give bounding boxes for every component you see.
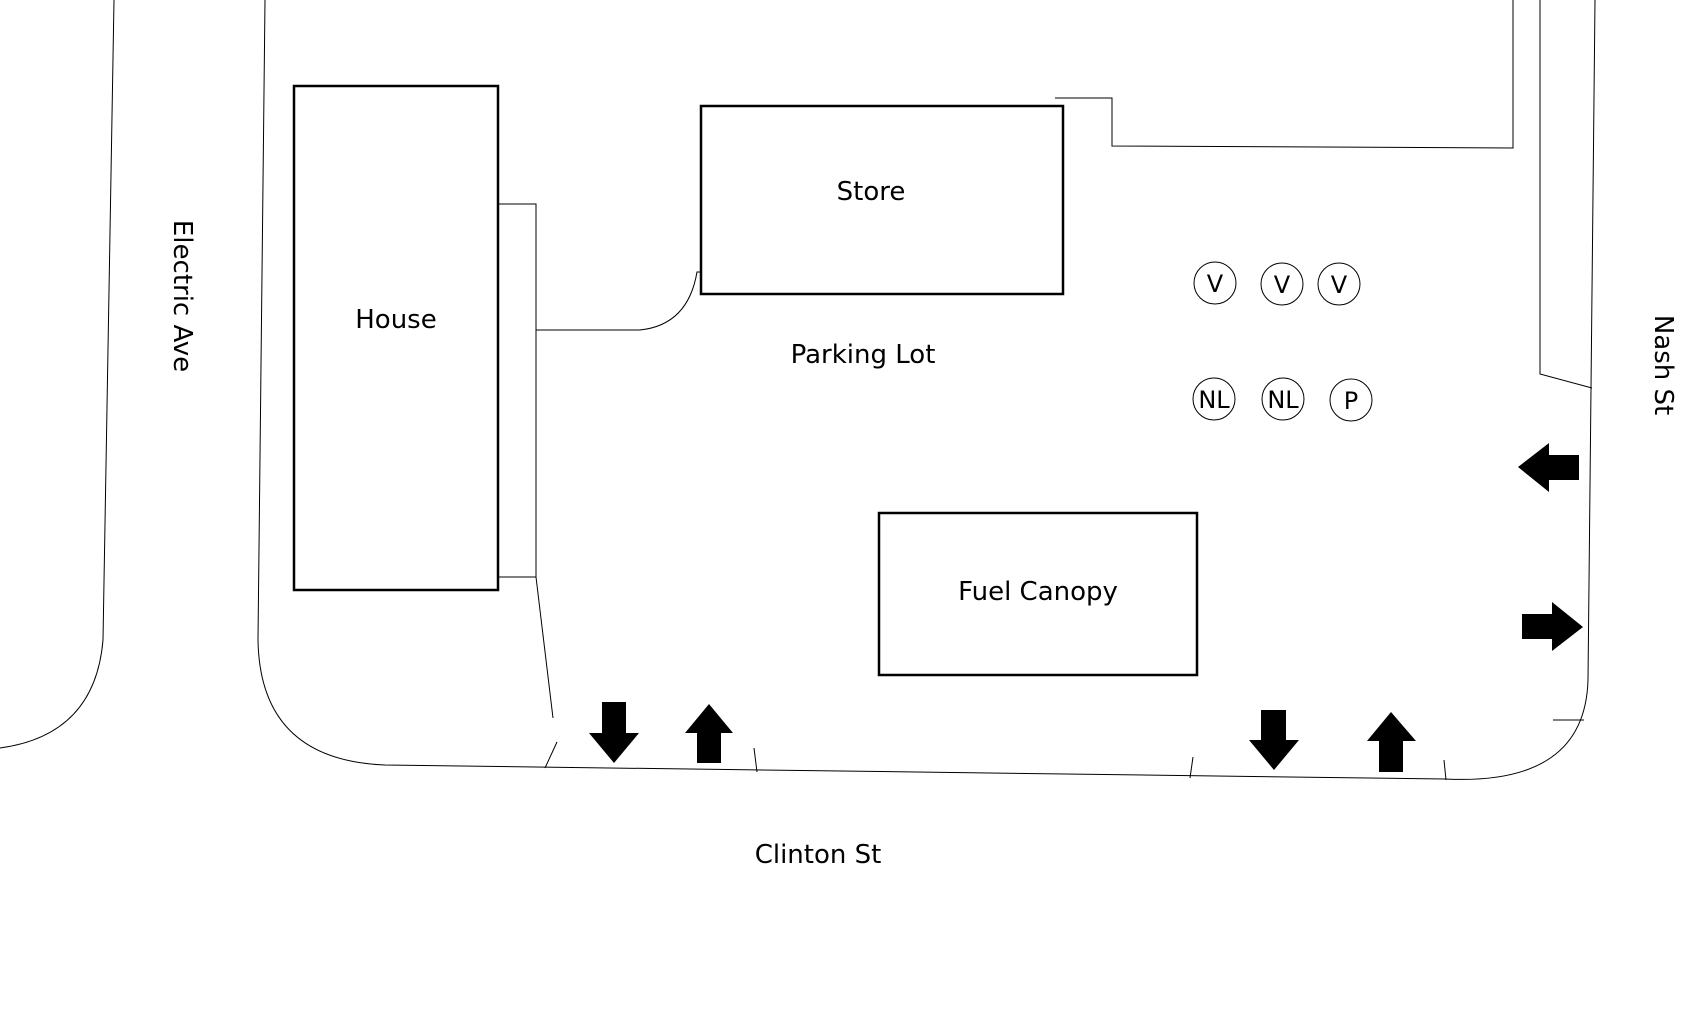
driveway-line (535, 576, 554, 719)
house-building (292, 84, 500, 592)
arrow-up-icon (1367, 712, 1416, 772)
driveway-tick-4 (1443, 759, 1447, 781)
property-line (1055, 0, 1514, 149)
house-label: House (355, 305, 436, 335)
walkway (498, 203, 701, 578)
driveway-tick-1 (544, 741, 558, 769)
fuel-canopy-building (877, 511, 1199, 677)
clinton-st-label: Clinton St (755, 840, 882, 870)
marker: NL (1192, 377, 1236, 421)
lot-boundary (257, 0, 1596, 780)
arrow-right-icon (1522, 602, 1583, 651)
arrow-left-icon (1518, 443, 1579, 492)
arrow-down-icon (1249, 710, 1299, 770)
driveway-tick-2 (753, 747, 758, 773)
fuel-canopy-label: Fuel Canopy (958, 577, 1118, 607)
svg-text:NL: NL (1198, 386, 1230, 414)
arrow-down-icon (589, 702, 639, 763)
svg-text:P: P (1344, 387, 1358, 415)
svg-text:V: V (1274, 271, 1291, 299)
svg-text:V: V (1331, 271, 1348, 299)
marker: V (1193, 261, 1237, 305)
svg-text:NL: NL (1267, 386, 1299, 414)
parking-lot-label: Parking Lot (791, 340, 936, 370)
electric-ave-label: Electric Ave (167, 220, 197, 372)
arrow-up-icon (685, 704, 733, 763)
store-label: Store (837, 177, 906, 207)
electric-ave-west-curb (0, 0, 115, 749)
driveway-tick-3 (1189, 756, 1194, 779)
svg-text:V: V (1207, 270, 1224, 298)
marker: V (1317, 262, 1361, 306)
marker: V (1260, 262, 1304, 306)
marker: NL (1261, 377, 1305, 421)
nash-st-inner-line (1539, 0, 1593, 389)
marker: P (1329, 378, 1373, 422)
store-building (699, 104, 1065, 296)
nash-st-label: Nash St (1648, 315, 1678, 415)
